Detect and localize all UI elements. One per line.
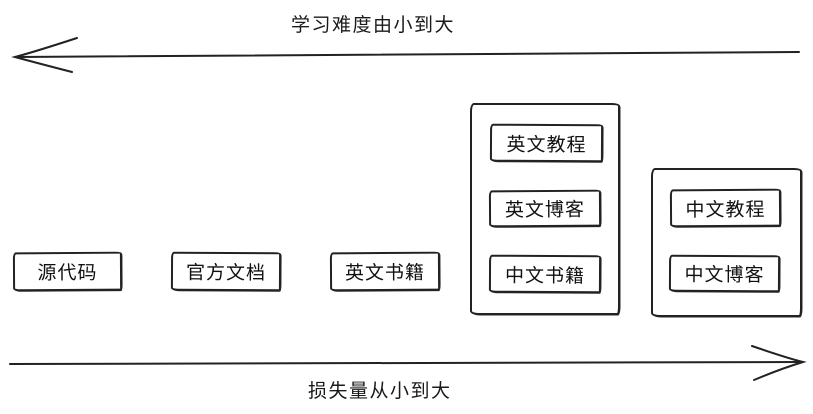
box-chinese-blogs: 中文博客 [668,254,781,293]
left-arrow [11,37,800,73]
right-arrow-shaft [9,361,803,365]
box-chinese-books: 中文书籍 [488,254,602,294]
left-arrow-shaft [15,51,800,58]
left-arrow-head [11,37,78,73]
box-english-blogs: 英文博客 [488,189,602,228]
group-box-chinese-tutorials: 中文教程 中文博客 [651,168,802,317]
box-source-code: 源代码 [12,251,123,292]
right-arrow-head [751,345,807,381]
box-chinese-tutorials: 中文教程 [669,188,782,228]
group-box-english-tutorials: 英文教程 英文博客 中文书籍 [470,103,620,315]
top-axis-label: 学习难度由小到大 [291,14,456,36]
bottom-axis-label: 损失量从小到大 [308,380,452,402]
box-official-docs: 官方文档 [170,251,282,292]
right-arrow [9,345,807,381]
box-english-tutorials: 英文教程 [489,123,604,163]
box-english-books: 英文书籍 [329,251,441,292]
